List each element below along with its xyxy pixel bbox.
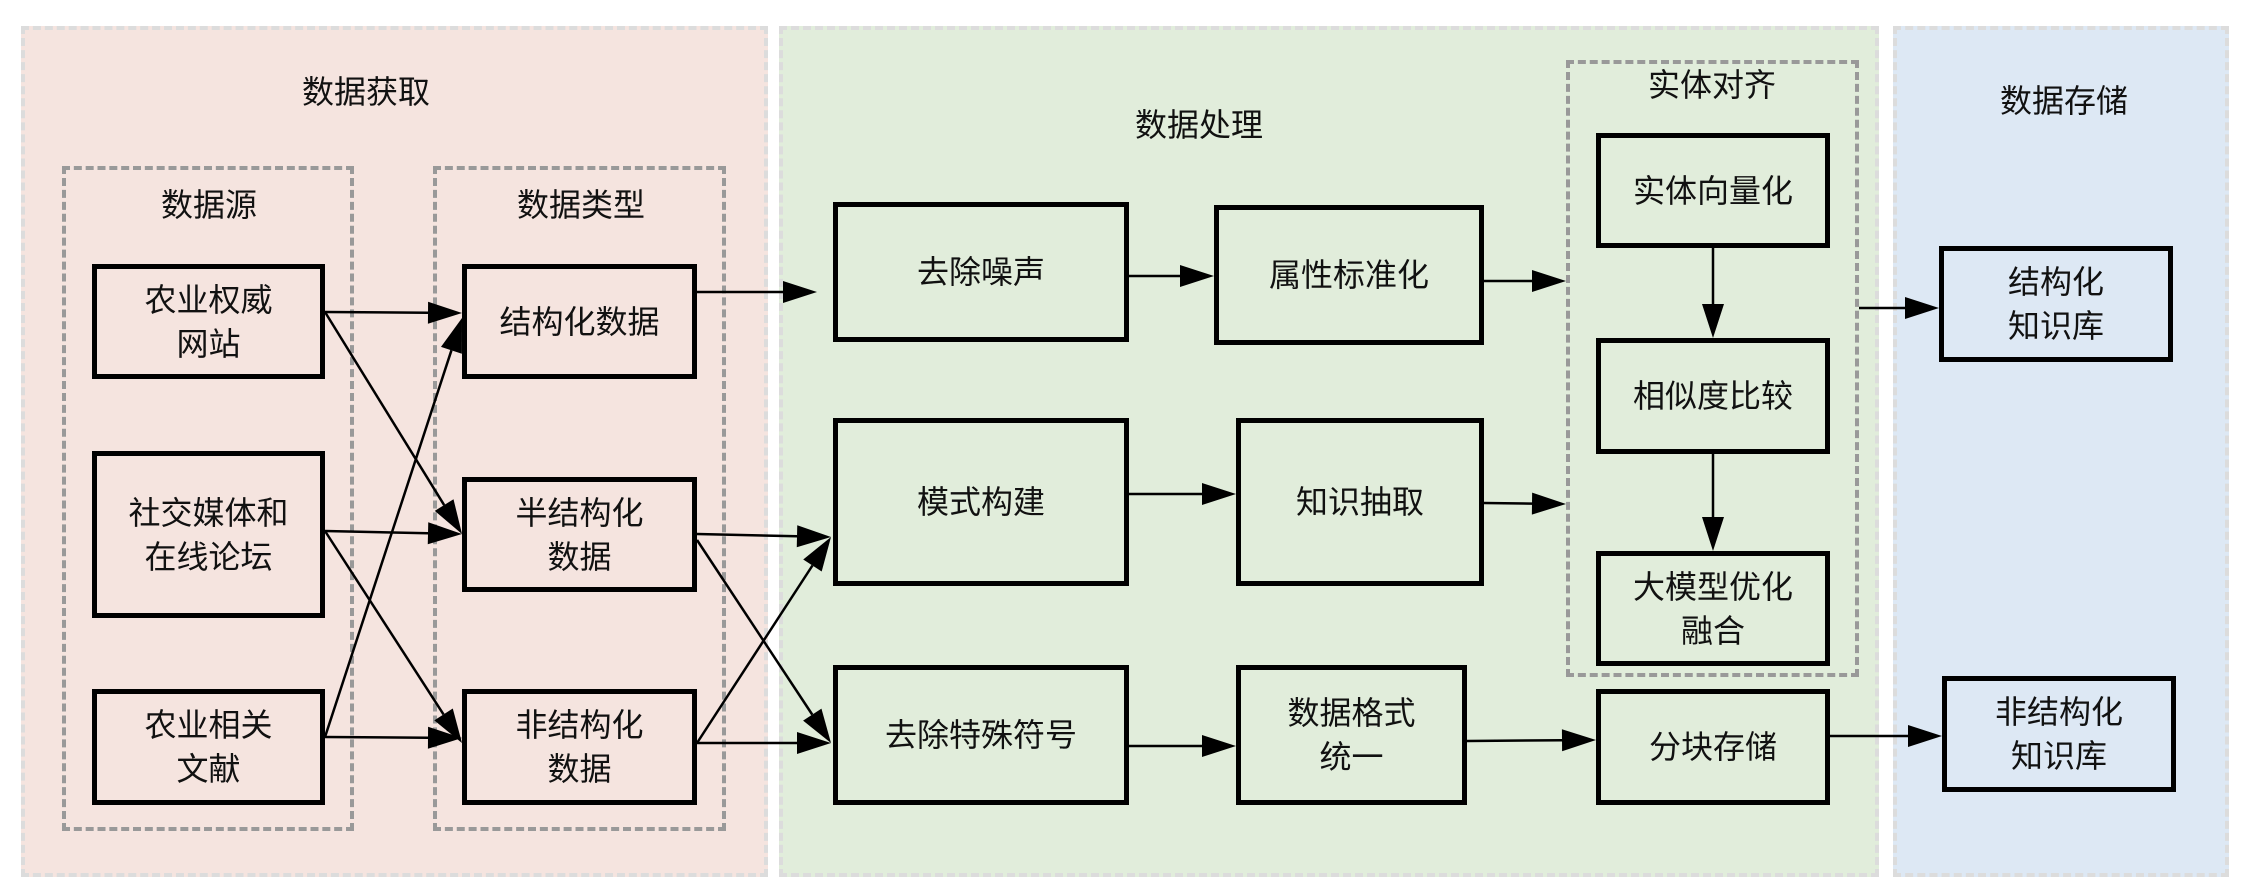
node-label-line: 属性标准化 (1268, 256, 1429, 294)
node-label-line: 知识抽取 (1295, 483, 1424, 521)
group-title-types: 数据类型 (516, 186, 646, 224)
node-label-line: 半结构化 (515, 493, 644, 532)
node-label-line: 实体向量化 (1632, 171, 1793, 210)
node-label-line: 非结构化 (515, 706, 644, 744)
node-label-line: 数据 (547, 750, 612, 788)
panel-title-storage: 数据存储 (1999, 82, 2129, 120)
node-label-line: 结构化数据 (499, 302, 660, 341)
group-title-entity-alignment: 实体对齐 (1647, 66, 1777, 104)
node-semi-structured-data[interactable]: 半结构化数据 (462, 477, 697, 592)
node-label-line: 融合 (1680, 611, 1745, 650)
node-label-line: 在线论坛 (144, 537, 273, 576)
node-similarity-comparison[interactable]: 相似度比较 (1596, 338, 1830, 454)
node-format-unification[interactable]: 数据格式统一 (1236, 665, 1467, 805)
node-label-line: 大模型优化 (1632, 567, 1793, 606)
node-label-line: 结构化 (2007, 263, 2104, 301)
panel-title-acquisition: 数据获取 (301, 73, 431, 111)
node-label-line: 文献 (176, 750, 241, 788)
node-label-line: 分块存储 (1648, 728, 1777, 766)
node-label-line: 网站 (176, 324, 241, 363)
node-agri-literature[interactable]: 农业相关文献 (92, 689, 325, 805)
node-unstructured-kb[interactable]: 非结构化知识库 (1942, 676, 2176, 792)
node-unstructured-data[interactable]: 非结构化数据 (462, 689, 697, 805)
node-label-line: 统一 (1319, 738, 1384, 776)
node-agri-authority-websites[interactable]: 农业权威网站 (92, 264, 325, 379)
node-label-line: 去除噪声 (916, 253, 1045, 291)
node-structured-kb[interactable]: 结构化知识库 (1939, 246, 2173, 362)
node-label-line: 非结构化 (1994, 693, 2123, 731)
node-label-line: 相似度比较 (1632, 377, 1793, 415)
group-title-sources: 数据源 (160, 186, 258, 224)
node-label-line: 农业权威 (144, 280, 273, 319)
node-label-line: 知识库 (2007, 307, 2104, 345)
node-chunk-storage[interactable]: 分块存储 (1596, 689, 1830, 805)
node-label-line: 数据 (547, 537, 612, 576)
node-attribute-normalization[interactable]: 属性标准化 (1214, 205, 1484, 345)
node-label-line: 数据格式 (1287, 694, 1416, 732)
node-social-media-forums[interactable]: 社交媒体和在线论坛 (92, 451, 325, 618)
node-denoise[interactable]: 去除噪声 (833, 202, 1129, 342)
node-label-line: 模式构建 (916, 483, 1045, 521)
node-remove-special-symbols[interactable]: 去除特殊符号 (833, 665, 1129, 805)
node-label-line: 农业相关 (144, 706, 273, 744)
node-entity-vectorization[interactable]: 实体向量化 (1596, 133, 1830, 248)
node-label-line: 知识库 (2010, 737, 2107, 775)
node-label-line: 社交媒体和 (128, 493, 289, 532)
node-knowledge-extraction[interactable]: 知识抽取 (1236, 418, 1484, 586)
panel-title-processing: 数据处理 (1134, 106, 1264, 144)
node-schema-construction[interactable]: 模式构建 (833, 418, 1129, 586)
node-structured-data[interactable]: 结构化数据 (462, 264, 697, 379)
group-entity-alignment (1566, 60, 1859, 677)
node-label-line: 去除特殊符号 (884, 716, 1077, 754)
node-llm-fusion[interactable]: 大模型优化融合 (1596, 551, 1830, 666)
